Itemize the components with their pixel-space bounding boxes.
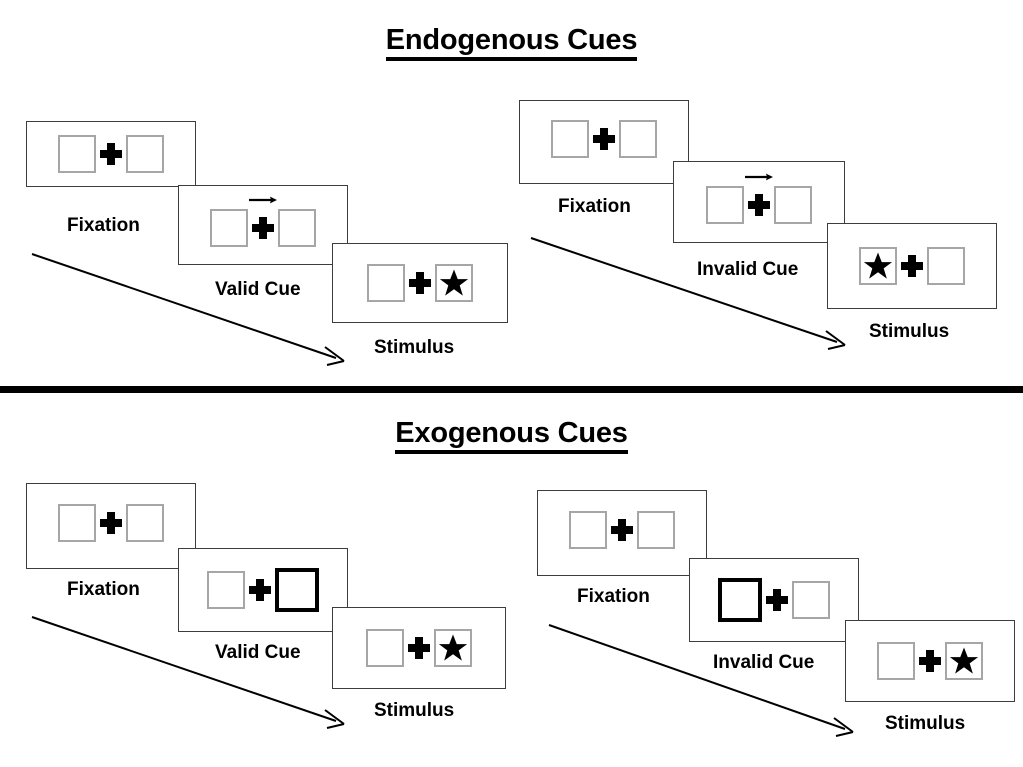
placeholder-square-left — [58, 135, 96, 173]
placeholder-square-left — [367, 264, 405, 302]
step-label-exogenous-valid-fixation: Fixation — [67, 579, 140, 600]
fixation-center — [96, 504, 126, 542]
plus-icon — [248, 209, 278, 247]
fixation-center — [607, 511, 637, 549]
star-icon — [439, 269, 469, 296]
stimulus-array — [718, 578, 830, 622]
fixation-center — [245, 571, 275, 609]
stimulus-array — [58, 503, 164, 542]
panel-exogenous-invalid-cue — [689, 558, 859, 642]
fixation-center — [897, 247, 927, 285]
panel-exogenous-invalid-fixation — [537, 490, 707, 576]
step-label-endogenous-valid-fixation: Fixation — [67, 215, 140, 236]
plus-icon — [762, 581, 792, 619]
panel-endogenous-invalid-fixation — [519, 100, 689, 184]
placeholder-square-right — [637, 510, 675, 549]
cue-highlight-square-left — [718, 578, 762, 622]
stimulus-array — [207, 568, 319, 612]
fixation-center — [404, 629, 434, 667]
panel-exogenous-valid-cue — [178, 548, 348, 632]
placeholder-square-left — [877, 642, 915, 680]
fixation-center — [96, 135, 126, 173]
plus-icon — [897, 247, 927, 285]
stimulus-array — [366, 629, 472, 667]
stimulus-array — [569, 510, 675, 549]
fixation-center — [589, 120, 619, 158]
panel-endogenous-valid-stimulus — [332, 243, 508, 323]
fixation-center — [744, 173, 774, 224]
placeholder-square-left — [58, 503, 96, 542]
section-title-exogenous: Exogenous Cues — [0, 417, 1023, 454]
stimulus-array — [877, 642, 983, 680]
stimulus-array — [58, 135, 164, 173]
panel-endogenous-invalid-stimulus — [827, 223, 997, 309]
star-icon — [438, 634, 468, 661]
fixation-center — [248, 196, 278, 247]
step-label-exogenous-invalid-cue: Invalid Cue — [713, 652, 815, 673]
stimulus-array — [551, 119, 657, 158]
section-title-endogenous-text: Endogenous Cues — [385, 24, 637, 61]
stimulus-array — [706, 173, 812, 225]
panel-endogenous-invalid-cue — [673, 161, 845, 243]
diagonal-arrow-icon — [31, 253, 345, 366]
fixation-center — [405, 264, 435, 302]
placeholder-square-right — [126, 135, 164, 173]
fixation-center — [762, 581, 792, 619]
placeholder-square-left — [551, 119, 589, 158]
panel-endogenous-valid-cue — [178, 185, 348, 265]
step-label-endogenous-valid-stimulus: Stimulus — [374, 337, 455, 358]
cue-highlight-square-right — [275, 568, 319, 612]
panel-exogenous-valid-stimulus — [332, 607, 506, 689]
plus-icon — [245, 571, 275, 609]
right-arrow-icon — [745, 173, 773, 181]
placeholder-square-right — [434, 629, 472, 667]
placeholder-square-right — [435, 264, 473, 302]
placeholder-square-right — [792, 581, 830, 619]
step-label-exogenous-invalid-stimulus: Stimulus — [885, 713, 966, 734]
fixation-center — [915, 642, 945, 680]
stimulus-array — [859, 247, 965, 285]
plus-icon — [96, 135, 126, 173]
section-divider — [0, 386, 1023, 393]
plus-icon — [404, 629, 434, 667]
placeholder-square-right — [774, 186, 812, 225]
section-title-exogenous-text: Exogenous Cues — [395, 417, 628, 454]
plus-icon — [915, 642, 945, 680]
stimulus-array — [367, 264, 473, 302]
placeholder-square-right — [278, 209, 316, 248]
section-title-endogenous: Endogenous Cues — [0, 24, 1023, 61]
placeholder-square-left — [210, 209, 248, 248]
plus-icon — [96, 504, 126, 542]
stimulus-array — [210, 196, 316, 248]
placeholder-square-left — [569, 510, 607, 549]
placeholder-square-right — [619, 119, 657, 158]
panel-exogenous-valid-fixation — [26, 483, 196, 569]
plus-icon — [405, 264, 435, 302]
step-label-exogenous-invalid-fixation: Fixation — [577, 586, 650, 607]
placeholder-square-left — [366, 629, 404, 667]
placeholder-square-left — [859, 247, 897, 285]
plus-icon — [744, 186, 774, 224]
step-label-endogenous-invalid-cue: Invalid Cue — [697, 259, 799, 280]
placeholder-square-right — [126, 503, 164, 542]
placeholder-square-right — [927, 247, 965, 285]
step-label-exogenous-valid-cue: Valid Cue — [215, 642, 301, 663]
step-label-endogenous-invalid-fixation: Fixation — [558, 196, 631, 217]
placeholder-square-right — [945, 642, 983, 680]
step-label-endogenous-invalid-stimulus: Stimulus — [869, 321, 950, 342]
panel-endogenous-valid-fixation — [26, 121, 196, 187]
placeholder-square-left — [706, 186, 744, 225]
diagonal-arrow-icon — [530, 237, 846, 350]
plus-icon — [589, 120, 619, 158]
panel-exogenous-invalid-stimulus — [845, 620, 1015, 702]
star-icon — [863, 252, 893, 279]
star-icon — [949, 647, 979, 674]
step-label-endogenous-valid-cue: Valid Cue — [215, 279, 301, 300]
placeholder-square-left — [207, 571, 245, 609]
plus-icon — [607, 511, 637, 549]
step-label-exogenous-valid-stimulus: Stimulus — [374, 700, 455, 721]
right-arrow-icon — [249, 196, 277, 204]
